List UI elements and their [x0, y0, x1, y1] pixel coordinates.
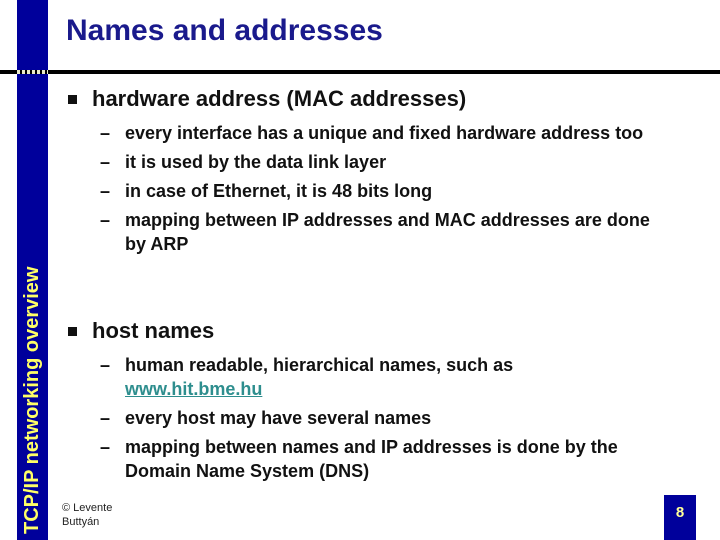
section-heading: hardware address (MAC addresses): [92, 86, 467, 111]
list-item: – every interface has a unique and fixed…: [66, 121, 706, 145]
section-heading: host names: [92, 318, 215, 343]
section-heading-row: hardware address (MAC addresses): [66, 86, 706, 112]
list-item-text: mapping between IP addresses and MAC add…: [125, 210, 650, 254]
dash-bullet-icon: –: [100, 437, 111, 457]
dash-bullet-icon: –: [100, 152, 111, 172]
section-heading-row: host names: [66, 318, 706, 344]
section-host-names: host names – human readable, hierarchica…: [66, 318, 706, 488]
list-item: – every host may have several names: [66, 406, 706, 430]
list-item-text: every host may have several names: [125, 408, 432, 428]
bullet-list: – human readable, hierarchical names, su…: [66, 353, 706, 483]
dash-bullet-icon: –: [100, 408, 111, 428]
square-bullet-icon: [68, 95, 77, 104]
bullet-list: – every interface has a unique and fixed…: [66, 121, 706, 256]
divider-dashes: [17, 70, 48, 74]
list-item: – in case of Ethernet, it is 48 bits lon…: [66, 179, 706, 203]
square-bullet-icon: [68, 327, 77, 336]
list-item-text: human readable, hierarchical names, such…: [125, 353, 670, 401]
dash-bullet-icon: –: [100, 355, 111, 375]
hit-bme-link[interactable]: www.hit.bme.hu: [125, 379, 263, 399]
list-item-text: in case of Ethernet, it is 48 bits long: [125, 181, 433, 201]
dash-bullet-icon: –: [100, 210, 111, 230]
list-item: – mapping between IP addresses and MAC a…: [66, 208, 706, 256]
list-item: – it is used by the data link layer: [66, 150, 706, 174]
list-item-text: every interface has a unique and fixed h…: [125, 123, 644, 143]
page-number-badge: 8: [664, 495, 696, 540]
section-hardware-address: hardware address (MAC addresses) – every…: [66, 86, 706, 261]
title-divider-line: [0, 70, 720, 74]
sidebar-vertical-label: TCP/IP networking overview: [21, 266, 43, 534]
list-item-text: mapping between names and IP addresses i…: [125, 437, 618, 481]
list-item: – mapping between names and IP addresses…: [66, 435, 706, 483]
list-item-text: it is used by the data link layer: [125, 152, 387, 172]
footer-credit: © Levente Buttyán: [62, 502, 113, 528]
dash-bullet-icon: –: [100, 123, 111, 143]
page-title: Names and addresses: [66, 14, 383, 47]
dash-bullet-icon: –: [100, 181, 111, 201]
list-item: – human readable, hierarchical names, su…: [66, 353, 706, 401]
sidebar-bar: [17, 0, 48, 540]
list-item-text-part: human readable, hierarchical names, such…: [125, 355, 514, 375]
